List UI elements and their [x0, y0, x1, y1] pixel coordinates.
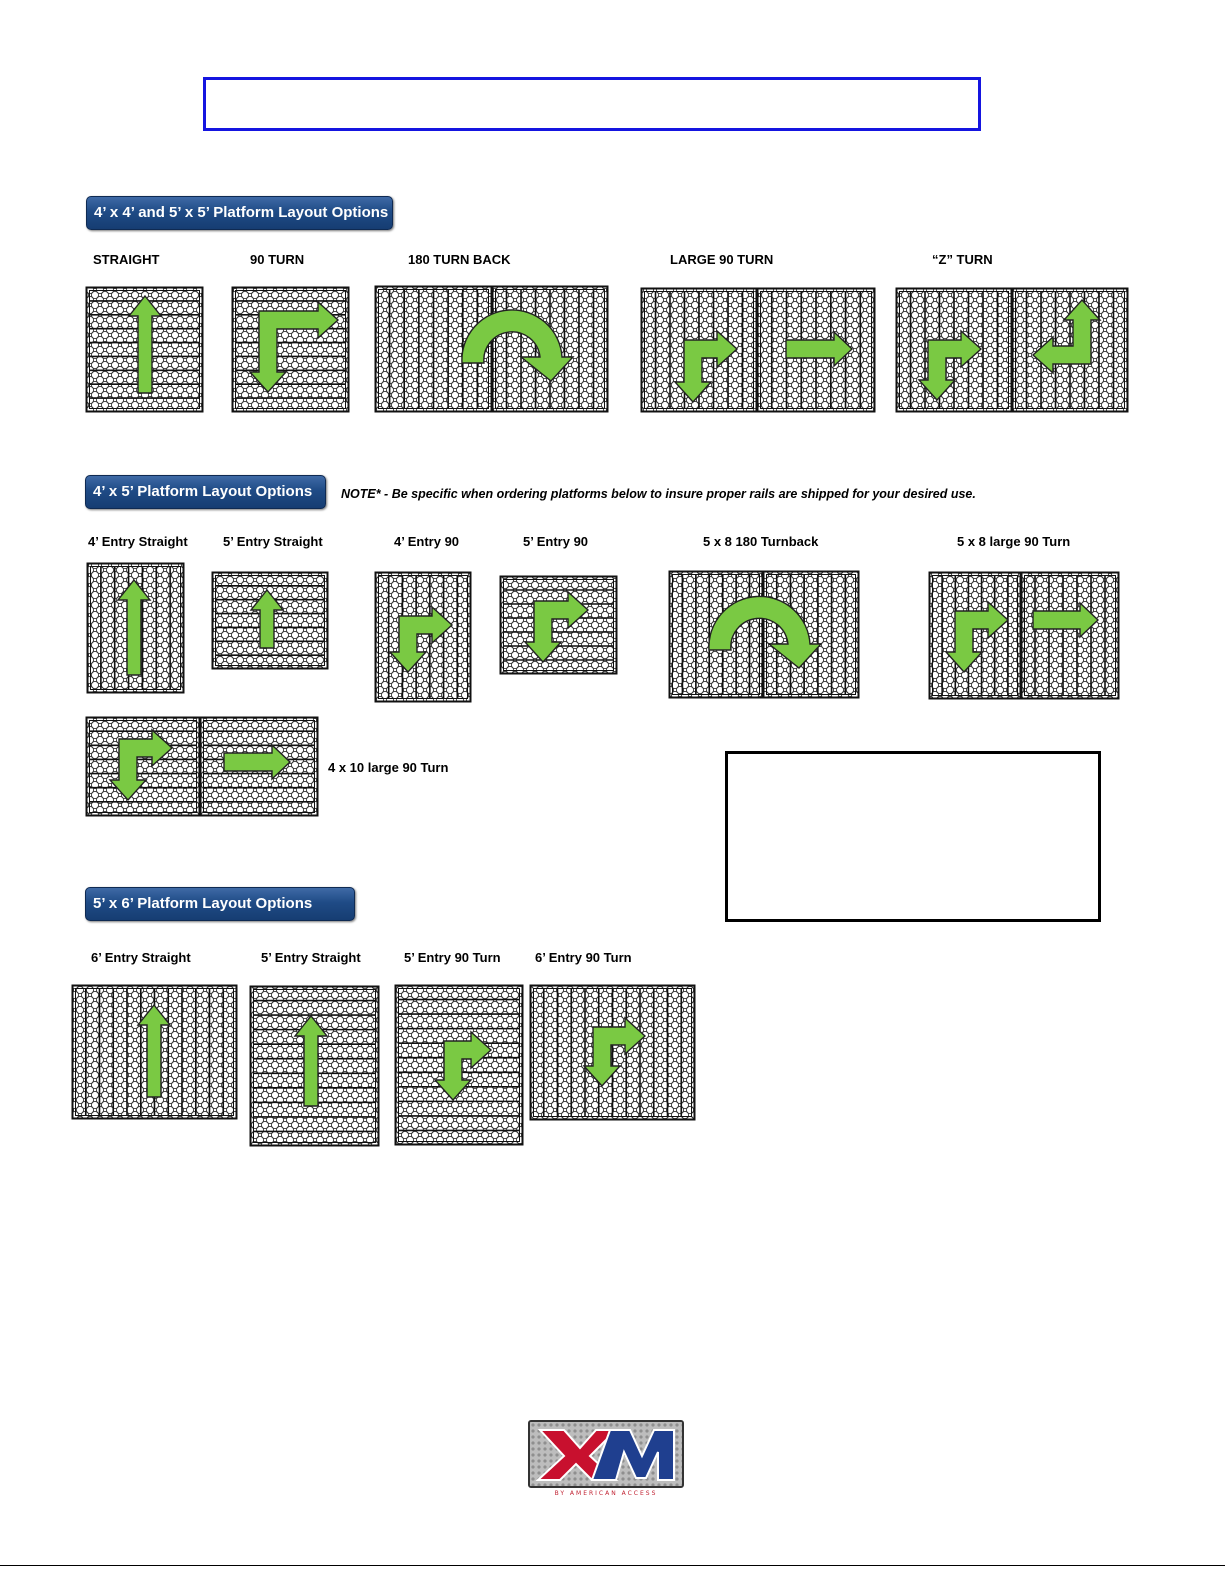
platform-5-entry-straight-5x6 [249, 985, 380, 1147]
platform-large-90-turn [640, 287, 876, 413]
title-box [203, 77, 981, 131]
section-badge-4x4-5x5: 4’ x 4’ and 5’ x 5’ Platform Layout Opti… [86, 196, 393, 230]
section-badge-4x5: 4’ x 5’ Platform Layout Options [85, 475, 326, 509]
label-5x8-large-90-turn: 5 x 8 large 90 Turn [957, 534, 1071, 549]
platform-z-turn [895, 287, 1129, 413]
label-5-entry-straight-5x6: 5’ Entry Straight [261, 950, 361, 965]
platform-6-entry-straight [71, 984, 238, 1120]
section-badge-5x6: 5’ x 6’ Platform Layout Options [85, 887, 355, 921]
label-4-entry-90: 4’ Entry 90 [394, 534, 460, 549]
platform-90-turn-4x4 [231, 286, 350, 413]
label-6-entry-90-turn: 6’ Entry 90 Turn [535, 950, 632, 965]
label-large-90-turn: LARGE 90 TURN [670, 252, 774, 267]
label-4x10-large-90-turn: 4 x 10 large 90 Turn [328, 760, 449, 775]
label-z-turn: “Z” TURN [932, 252, 993, 267]
ordering-note: NOTE* - Be specific when ordering platfo… [341, 487, 976, 501]
info-box [725, 751, 1101, 922]
platform-4-entry-straight [86, 562, 185, 694]
platform-4-entry-90 [374, 571, 472, 703]
platform-5-entry-straight [211, 571, 329, 670]
bottom-rule [0, 1565, 1225, 1566]
xm-logo: BY AMERICAN ACCESS [528, 1420, 684, 1502]
logo-tagline: BY AMERICAN ACCESS [554, 1490, 658, 1497]
label-straight: STRAIGHT [93, 252, 160, 267]
platform-straight-4x4 [85, 286, 204, 413]
label-90-turn: 90 TURN [250, 252, 305, 267]
label-5-entry-straight: 5’ Entry Straight [223, 534, 323, 549]
platform-180-turn-back [374, 285, 609, 413]
label-6-entry-straight: 6’ Entry Straight [91, 950, 191, 965]
platform-5-entry-90 [499, 575, 618, 675]
logo-plate [528, 1420, 684, 1488]
platform-6-entry-90-turn [529, 984, 696, 1121]
platform-4x10-large-90-turn [85, 716, 319, 817]
label-5-entry-90-turn: 5’ Entry 90 Turn [404, 950, 501, 965]
platform-5-entry-90-turn [394, 984, 524, 1146]
label-4-entry-straight: 4’ Entry Straight [88, 534, 188, 549]
platform-5x8-large-90-turn [928, 571, 1120, 700]
label-180-turn-back: 180 TURN BACK [408, 252, 511, 267]
platform-5x8-180-turnback [668, 570, 860, 699]
logo-mark [530, 1422, 682, 1486]
label-5x8-180-turnback: 5 x 8 180 Turnback [703, 534, 819, 549]
label-5-entry-90: 5’ Entry 90 [523, 534, 589, 549]
